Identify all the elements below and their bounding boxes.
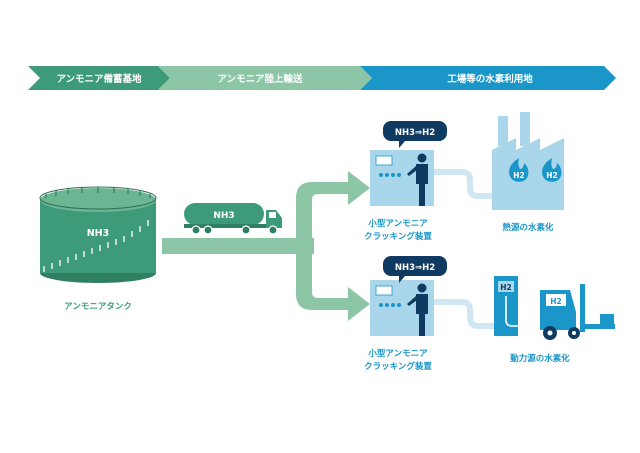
header-bar: アンモニア備蓄基地 アンモニア陸上輸送 工場等の水素利用地 xyxy=(28,66,616,90)
cracker-top-bubble-text: NH3⇒H2 xyxy=(395,128,435,138)
cracker-bottom: NH3⇒H2 xyxy=(370,256,447,336)
forklift-icon: H2 xyxy=(540,284,615,340)
header-stage-3-label: 工場等の水素利用地 xyxy=(447,73,533,85)
pipe-bottom xyxy=(434,299,494,329)
cracker-top-bubble xyxy=(383,121,447,148)
pipe-top xyxy=(434,169,492,199)
tank-caption: アンモニアタンク xyxy=(64,301,132,312)
header-stage-1-label: アンモニア備蓄基地 xyxy=(56,73,142,85)
header-stage-2-bg xyxy=(158,66,372,90)
ammonia-tank: NH3 xyxy=(39,186,157,283)
flame-icon xyxy=(509,158,529,182)
cracker-bottom-caption-2: クラッキング装置 xyxy=(364,361,432,372)
flame-1-label: H2 xyxy=(513,171,525,180)
power-caption: 動力源の水素化 xyxy=(510,353,570,364)
tank-formula-label: NH3 xyxy=(87,228,110,239)
flow-arrows xyxy=(162,171,370,321)
tanker-truck: NH3 xyxy=(184,203,282,235)
forklift-label: H2 xyxy=(550,297,562,306)
header-stage-2-label: アンモニア陸上輸送 xyxy=(217,73,303,85)
operator-icon xyxy=(407,283,428,336)
header-stage-3-bg xyxy=(360,66,616,90)
header-stage-1-bg xyxy=(28,66,170,90)
flame-icon xyxy=(542,158,562,182)
flame-2-label: H2 xyxy=(546,171,558,180)
truck-formula-label: NH3 xyxy=(213,211,234,221)
cracker-bottom-bubble xyxy=(383,256,447,283)
cracker-top-caption-2: クラッキング装置 xyxy=(364,231,432,242)
factory-heat: H2 H2 xyxy=(492,112,564,210)
cracker-top-caption-1: 小型アンモニア xyxy=(367,218,428,229)
heat-caption: 熱源の水素化 xyxy=(502,222,554,233)
operator-icon xyxy=(407,153,428,206)
cracker-bottom-caption-1: 小型アンモニア xyxy=(367,348,428,359)
station-label: H2 xyxy=(500,283,512,292)
cracker-bottom-bubble-text: NH3⇒H2 xyxy=(395,263,435,273)
hydrogen-station: H2 xyxy=(494,276,526,336)
cracker-top: NH3⇒H2 xyxy=(370,121,447,206)
